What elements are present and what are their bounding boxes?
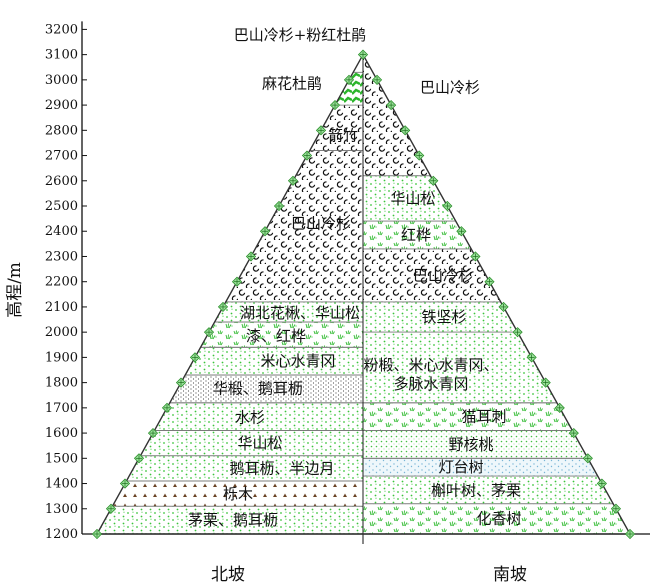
south-zone-label: 槲叶树、茅栗 [431,482,521,500]
profile-marker [456,226,467,237]
profile-marker [203,327,215,338]
north-zone-label: 箭竹 [328,126,358,144]
profile-marker [217,301,229,313]
y-tick-label: 1800 [45,376,78,391]
profile-marker [610,503,622,514]
profile-marker [568,427,579,439]
profile-marker [315,125,327,136]
y-tick-label: 2500 [45,199,78,214]
y-tick-label: 1900 [45,350,78,365]
south-slope-label: 南坡 [493,565,527,585]
y-tick-label: 3100 [45,48,78,63]
y-tick-label: 1200 [45,527,78,542]
profile-marker [512,327,523,338]
zone-labels: 茅栗、鹅耳枥栎木鹅耳枥、半边月华山松水杉华椴、鹅耳枥米心水青冈漆、红桦湖北花楸、… [188,75,522,529]
y-tick-label: 2200 [45,275,78,290]
north-zone-label: 水杉 [235,408,265,426]
north-zone-label: 米心水青冈 [260,352,335,370]
profile-marker [189,352,201,363]
profile-marker [371,74,383,85]
y-tick-label: 1500 [45,451,78,466]
y-tick-label: 2700 [45,149,78,164]
y-tick-label: 1600 [45,426,78,441]
north-zone-label: 湖北花楸、华山松 [240,304,360,322]
north-zone-label: 麻花杜鹃 [262,75,322,93]
profile-marker [329,99,341,111]
profile-marker [470,251,481,262]
profile-marker [231,276,243,287]
profile-marker [301,150,313,161]
south-zone-label: 化香树 [476,509,521,527]
north-zone-label: 鹅耳枥、半边月 [229,459,334,477]
south-zone-label: 灯台树 [438,458,483,476]
profile-marker [357,49,369,60]
profile-marker [400,125,411,136]
profile-marker [442,200,453,212]
south-zone-label: 粉椴、米心水青冈、 [363,356,498,374]
profile-marker [484,276,495,287]
north-zone-label: 栎木 [223,485,253,503]
south-zone-label: 多脉水青冈 [393,375,468,393]
profile-marker [414,150,425,161]
south-zone-label: 铁坚杉 [421,308,466,326]
y-axis-title: 高程/m [5,262,25,318]
y-tick-label: 2400 [45,224,78,239]
y-tick-label: 2100 [45,300,78,315]
y-tick-label: 3000 [45,73,78,88]
y-tick-label: 1400 [45,477,78,492]
elevation-axis: 1200 1300 1400 1500 1600 1700 1800 1900 2000 2100… [45,21,650,544]
south-zone-label: 猫耳刺 [461,408,506,426]
profile-marker [554,402,565,413]
profile-marker [428,175,439,186]
south-zone-label: 野核桃 [448,435,493,453]
profile-marker [273,200,285,212]
profile-marker [91,528,103,540]
profile-marker [498,301,509,313]
profile-marker [119,478,131,489]
profile-marker [175,377,187,388]
y-tick-label: 3200 [45,22,78,37]
y-tick-label: 2000 [45,325,78,340]
profile-marker [259,226,271,237]
north-zone-label: 华椴、鹅耳枥 [213,380,303,398]
profile-marker [540,377,551,388]
north-zone-label: 巴山冷杉 [291,215,351,233]
mountain-outline [91,49,636,540]
south-zone-label: 巴山冷杉 [420,78,480,96]
south-zone-label: 华山松 [390,189,435,207]
y-tick-label: 2600 [45,174,78,189]
summit-label: 巴山冷杉+粉红杜鹃 [234,26,367,44]
profile-marker [596,478,607,489]
y-tick-label: 2900 [45,98,78,113]
north-slope-label: 北坡 [211,565,245,585]
profile-marker [582,453,593,464]
mountain-profile [95,53,632,535]
north-zone-label: 漆、红桦 [246,327,306,345]
y-tick-label: 2800 [45,123,78,138]
profile-marker [245,251,257,262]
north-zone-label: 华山松 [237,434,282,452]
y-tick-label: 1300 [45,502,78,517]
north-zone-label: 茅栗、鹅耳枥 [188,511,278,529]
profile-marker [105,503,117,514]
profile-marker [287,175,299,186]
profile-marker [147,427,159,439]
profile-marker [624,528,636,540]
profile-marker [133,453,145,464]
vegetation-zones [96,53,631,535]
profile-marker [526,352,537,363]
south-zone-label: 巴山冷杉 [413,266,473,284]
profile-marker [343,74,355,85]
profile-marker [386,99,397,111]
south-zone-label: 红桦 [401,226,431,244]
profile-marker [161,402,173,413]
y-tick-label: 2300 [45,249,78,264]
y-tick-label: 1700 [45,401,78,416]
